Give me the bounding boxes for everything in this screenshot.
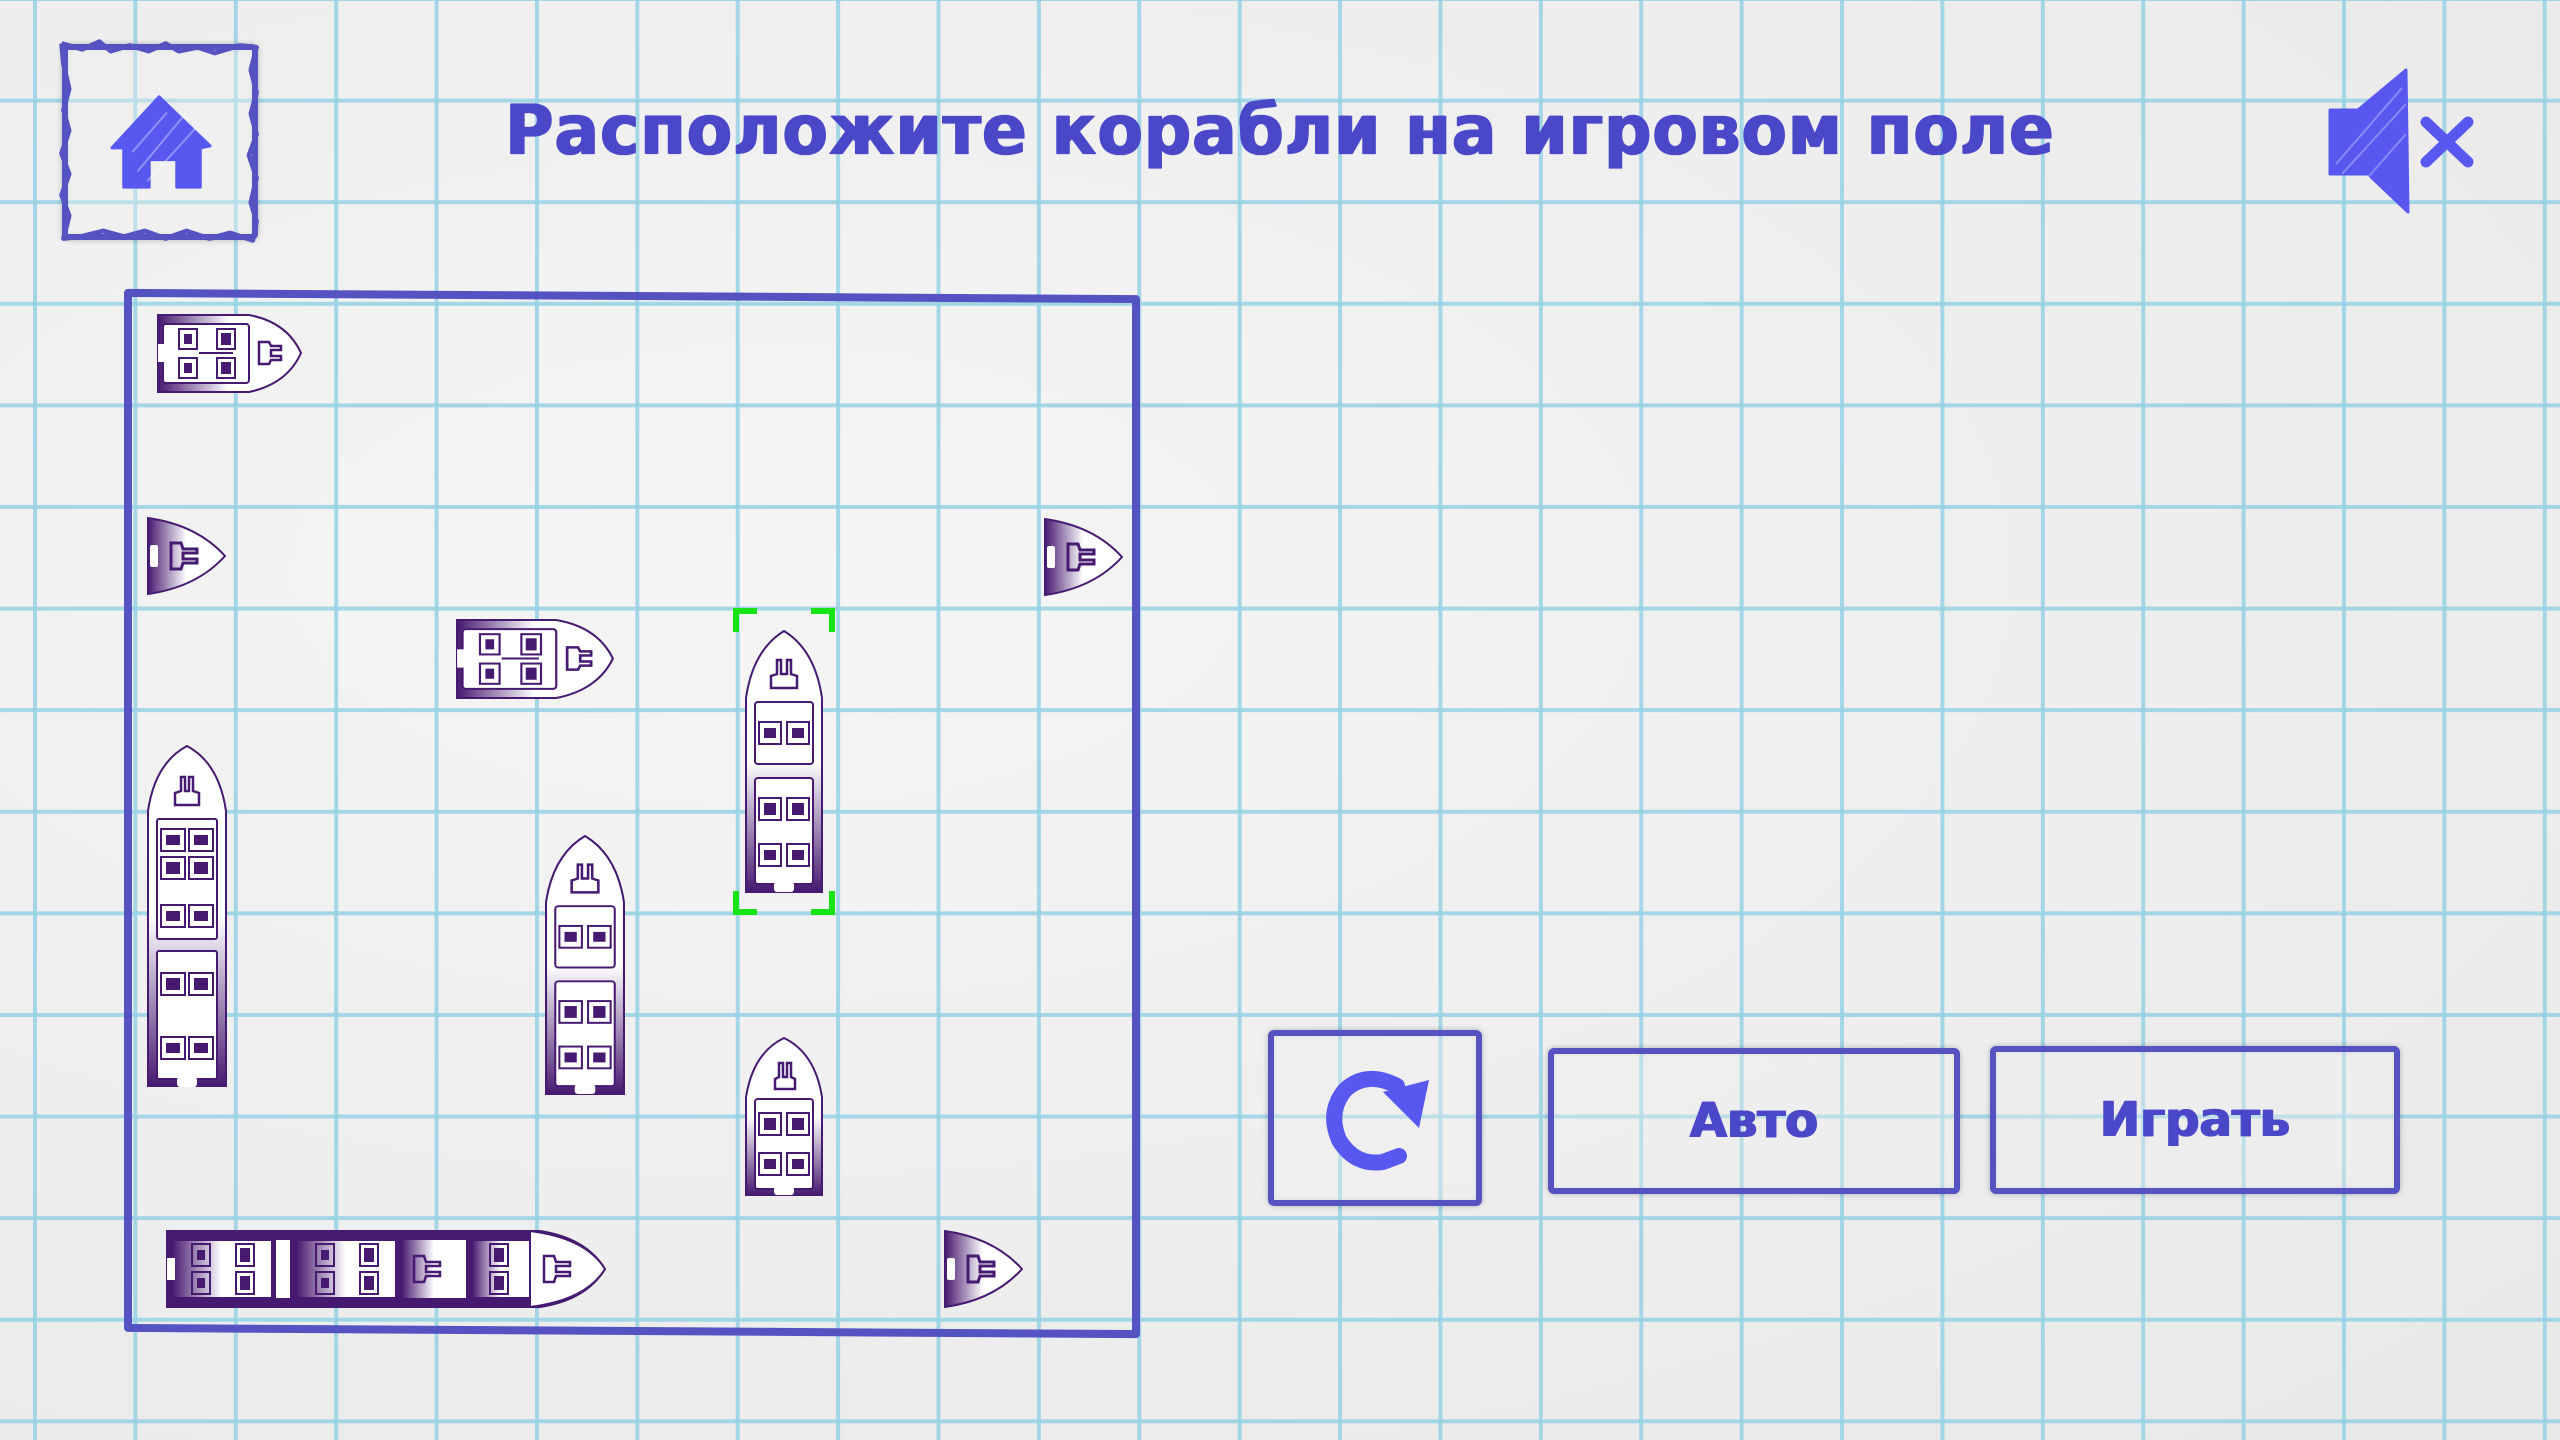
ship-3-deck[interactable]	[545, 835, 625, 1095]
home-icon	[110, 95, 212, 189]
rotate-icon	[1326, 1071, 1429, 1171]
ship-1-deck[interactable]	[944, 1230, 1023, 1308]
ship-3-deck-selected[interactable]	[745, 630, 823, 893]
page-title: Расположите корабли на игровом поле	[505, 90, 2055, 171]
auto-place-button[interactable]: Авто	[1548, 1048, 1960, 1194]
ship-1-deck[interactable]	[147, 517, 226, 595]
selection-corner-tl	[733, 608, 757, 632]
play-label: Играть	[2099, 1092, 2291, 1148]
rotate-ship-button[interactable]	[1268, 1030, 1482, 1206]
ship-2-deck[interactable]	[157, 314, 302, 393]
selection-corner-bl	[733, 891, 757, 915]
ship-4-deck[interactable]	[147, 745, 227, 1087]
play-button[interactable]: Играть	[1990, 1046, 2400, 1194]
ship-2-deck[interactable]	[745, 1037, 823, 1196]
auto-place-label: Авто	[1689, 1093, 1819, 1149]
home-button[interactable]	[59, 39, 259, 243]
game-board[interactable]	[124, 288, 1140, 1339]
sound-toggle-button[interactable]	[2322, 64, 2482, 216]
selection-corner-tr	[811, 608, 835, 632]
speaker-muted-icon	[2328, 68, 2474, 214]
ship-4-deck[interactable]	[166, 1230, 606, 1308]
ship-1-deck[interactable]	[1044, 518, 1123, 596]
selection-corner-br	[811, 891, 835, 915]
ship-2-deck[interactable]	[456, 619, 614, 699]
selection-frame	[733, 608, 835, 915]
